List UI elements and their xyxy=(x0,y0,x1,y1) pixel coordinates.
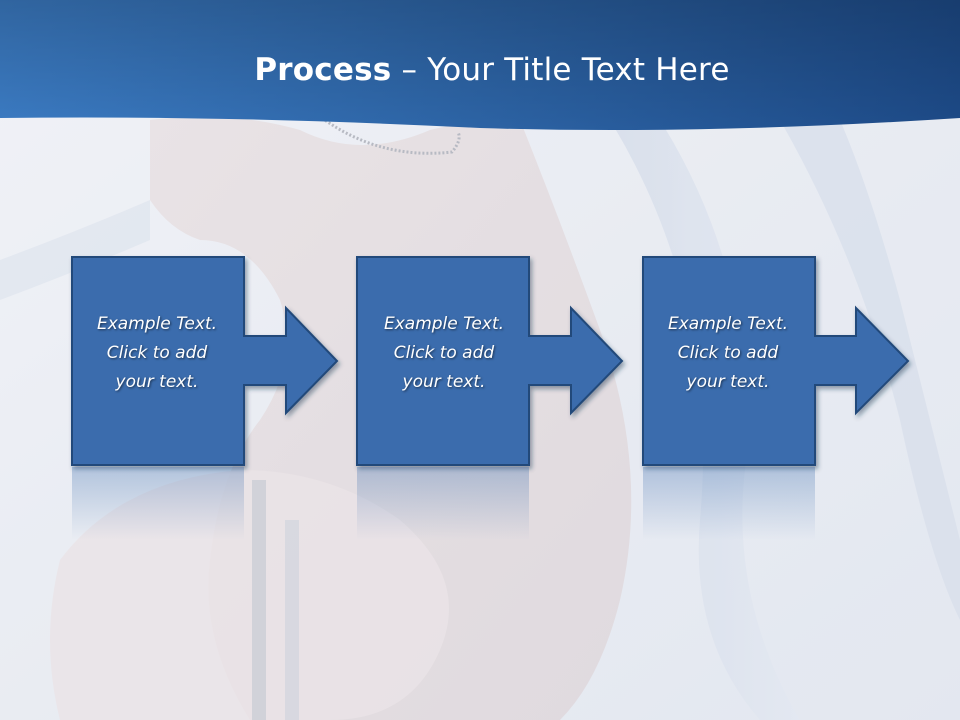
step-2-text[interactable]: Example Text. Click to add your text. xyxy=(357,310,531,397)
slide-title[interactable]: Process – Your Title Text Here xyxy=(0,52,960,88)
step-1-line-3: your text. xyxy=(115,372,199,392)
step-3-box xyxy=(642,256,910,466)
step-2-line-2: Click to add xyxy=(393,343,495,363)
step-2-line-1: Example Text. xyxy=(383,314,505,334)
step-1-line-2: Click to add xyxy=(106,343,208,363)
step-1-text[interactable]: Example Text. Click to add your text. xyxy=(70,310,244,397)
process-step-1[interactable] xyxy=(71,256,339,540)
process-step-3[interactable] xyxy=(642,256,910,540)
step-2-box xyxy=(356,256,624,466)
step-3-text[interactable]: Example Text. Click to add your text. xyxy=(641,310,815,397)
step-3-line-1: Example Text. xyxy=(667,314,789,334)
step-1-box xyxy=(71,256,339,466)
title-banner xyxy=(0,0,960,131)
process-step-2[interactable] xyxy=(356,256,624,540)
title-rest-text: – Your Title Text Here xyxy=(401,52,730,88)
step-2-line-3: your text. xyxy=(402,372,486,392)
step-3-line-3: your text. xyxy=(686,372,770,392)
step-1-line-1: Example Text. xyxy=(96,314,218,334)
step-3-reflection xyxy=(643,467,815,540)
step-3-line-2: Click to add xyxy=(677,343,779,363)
step-1-reflection xyxy=(72,467,244,540)
step-2-reflection xyxy=(357,467,529,540)
title-bold-text: Process xyxy=(254,52,392,88)
